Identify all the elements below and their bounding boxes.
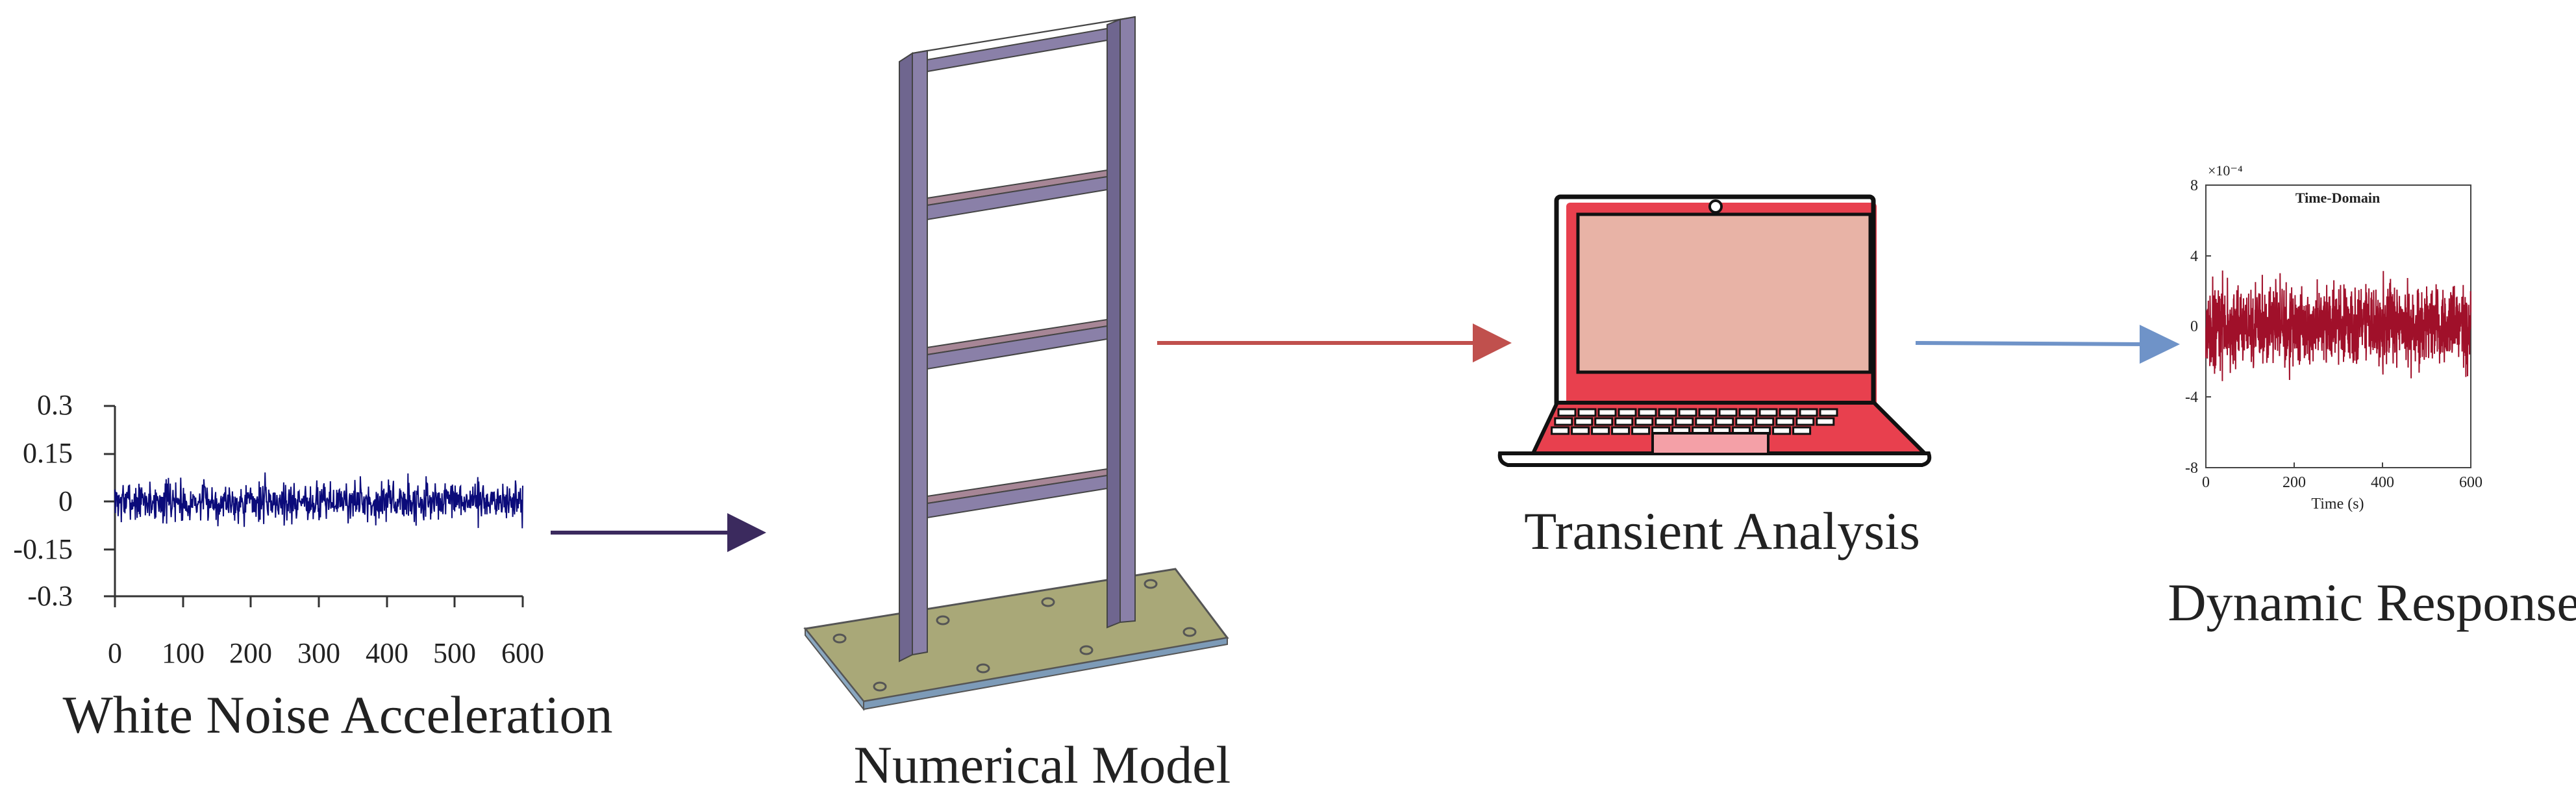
noise-y-tick-marks [104, 405, 115, 598]
response-y-tick-label: -8 [2185, 460, 2198, 477]
noise-x-tick-label: 500 [433, 637, 476, 669]
noise-x-tick-label: 600 [501, 637, 544, 669]
response-y-tick-label: 4 [2190, 248, 2198, 265]
noise-x-tick-label: 400 [366, 637, 408, 669]
numerical-model-caption: Numerical Model [854, 735, 1231, 794]
noise-y-tick-label: 0.3 [37, 389, 73, 421]
response-x-tick-label: 600 [2459, 474, 2482, 491]
dynamic-responses-caption: Dynamic Responses [2168, 573, 2576, 632]
response-y-tick-label: 8 [2190, 177, 2198, 194]
noise-x-tick-label: 300 [297, 637, 340, 669]
arrow-model-to-analysis [1157, 323, 1512, 362]
response-plot-title: Time-Domain [2295, 190, 2380, 206]
response-x-tick-label: 0 [2202, 474, 2210, 491]
response-x-axis-label: Time (s) [2311, 496, 2364, 512]
noise-x-tick-label: 0 [108, 637, 122, 669]
input-signal-caption: White Noise Acceleration [63, 685, 613, 744]
arrow-signal-to-model [551, 513, 766, 552]
dynamic-responses-panel: Time-Domain ×10⁻⁴ 8 4 0 -4 -8 0 200 400 … [2168, 162, 2576, 632]
response-series-line [2205, 270, 2471, 381]
response-x-tick-label: 400 [2371, 474, 2394, 491]
transient-analysis-panel: Transient Analysis [1497, 194, 1932, 561]
transient-analysis-caption: Transient Analysis [1524, 501, 1920, 561]
response-x-tick-label: 200 [2282, 474, 2306, 491]
laptop-icon [1497, 194, 1932, 467]
arrow-analysis-to-response [1915, 325, 2180, 364]
noise-x-tick-label: 200 [229, 637, 272, 669]
numerical-model-panel: Numerical Model [803, 16, 1231, 794]
noise-series-line [114, 472, 523, 529]
noise-y-tick-label: -0.15 [13, 533, 73, 565]
response-exponent-label: ×10⁻⁴ [2208, 162, 2243, 179]
noise-y-tick-label: -0.3 [27, 580, 73, 612]
noise-x-tick-marks [114, 596, 524, 607]
response-y-tick-label: 0 [2190, 318, 2198, 335]
noise-y-tick-label: 0 [58, 485, 73, 517]
noise-y-tick-label: 0.15 [23, 437, 73, 469]
response-y-tick-label: -4 [2185, 389, 2198, 406]
noise-x-tick-label: 100 [162, 637, 205, 669]
input-signal-panel: 0.3 0.15 0 -0.15 -0.3 0 100 200 300 400 … [13, 389, 612, 744]
steel-frame-3d-icon [803, 16, 1229, 711]
